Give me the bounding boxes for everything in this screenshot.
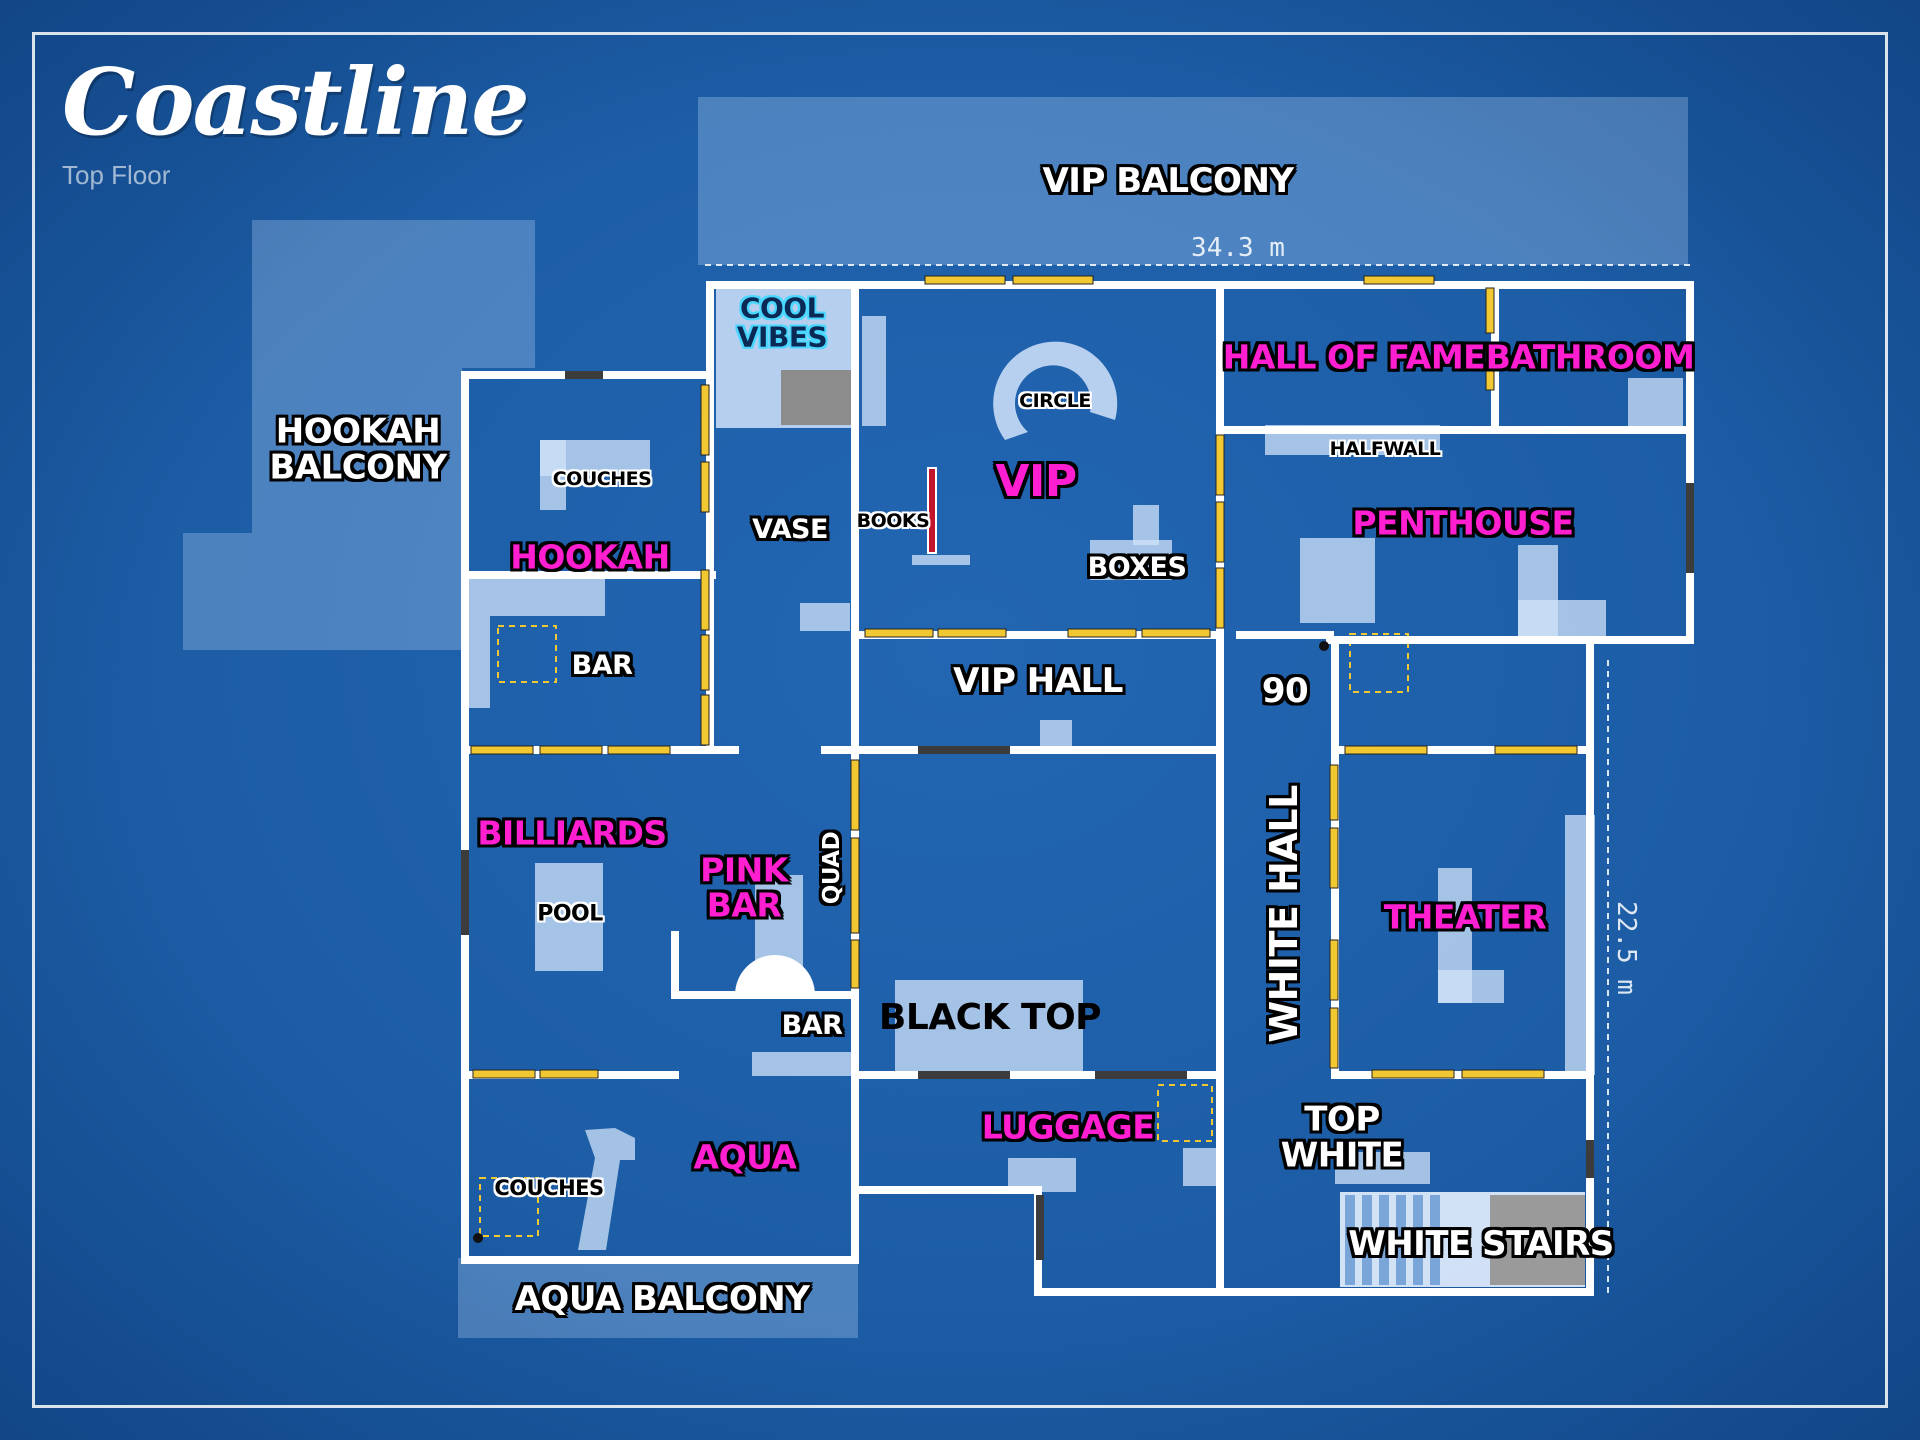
label-pool: POOL bbox=[537, 901, 603, 927]
width-dimension: 34.3 m bbox=[1191, 233, 1285, 263]
aqua-ramp bbox=[578, 1128, 635, 1250]
label-white-stairs: WHITE STAIRS bbox=[1348, 1224, 1614, 1265]
label-hookah: HOOKAH bbox=[510, 537, 670, 577]
doors bbox=[461, 371, 1694, 1260]
map-title: Coastline bbox=[62, 48, 530, 156]
black-top-block bbox=[895, 980, 1083, 1075]
label-theater: THEATER bbox=[1383, 897, 1547, 937]
books-shelf bbox=[912, 555, 970, 565]
label-aqua: AQUA bbox=[693, 1137, 797, 1177]
label-black-top: BLACK TOP bbox=[878, 997, 1102, 1039]
pool-table bbox=[535, 863, 603, 971]
label-bar-mid: BAR bbox=[781, 1009, 843, 1041]
label-quad: QUAD bbox=[818, 831, 845, 905]
label-couches-bottom: COUCHES bbox=[494, 1175, 604, 1200]
label-bar-top: BAR bbox=[571, 649, 633, 681]
label-couches-top: COUCHES bbox=[552, 468, 652, 491]
aqua-balcony-area bbox=[458, 1258, 858, 1338]
label-hookah-balcony: HOOKAH BALCONY bbox=[269, 411, 447, 487]
label-pink-bar: PINK BAR bbox=[700, 850, 788, 924]
label-boxes: BOXES bbox=[1087, 551, 1187, 583]
penthouse-couch bbox=[1300, 538, 1375, 623]
label-top-white: TOP WHITE bbox=[1280, 1099, 1404, 1175]
vip-balcony-area bbox=[698, 97, 1688, 265]
label-luggage: LUGGAGE bbox=[981, 1107, 1155, 1147]
label-bathroom: BATHROOM bbox=[1485, 337, 1695, 377]
windows bbox=[470, 275, 1578, 1079]
label-vip-balcony: VIP BALCONY bbox=[1042, 161, 1294, 202]
pink-bar-arch bbox=[735, 955, 815, 995]
boxes-stack bbox=[1090, 540, 1172, 580]
label-halfwall: HALFWALL bbox=[1329, 438, 1441, 461]
floor-subtitle: Top Floor bbox=[62, 160, 171, 190]
label-white-hall: WHITE HALL bbox=[1262, 785, 1307, 1043]
hookah-balcony-area bbox=[183, 220, 535, 650]
label-billiards: BILLIARDS bbox=[477, 813, 667, 853]
label-aqua-balcony: AQUA BALCONY bbox=[514, 1279, 810, 1320]
balcony-areas bbox=[183, 97, 1688, 1338]
hookah-bar-counter bbox=[490, 578, 605, 616]
books-pole bbox=[927, 467, 937, 554]
corner-dot bbox=[473, 1233, 483, 1243]
height-dimension: 22.5 m bbox=[1611, 901, 1641, 995]
vip-circle bbox=[993, 341, 1118, 440]
label-vip: VIP bbox=[995, 455, 1077, 507]
label-penthouse: PENTHOUSE bbox=[1352, 503, 1574, 543]
dimension-lines bbox=[705, 264, 1690, 1295]
label-vip-hall: VIP HALL bbox=[953, 661, 1123, 702]
label-hall-of-fame: HALL OF FAME bbox=[1222, 337, 1486, 377]
label-books: BOOKS bbox=[856, 510, 930, 533]
label-cool-vibes: COOL VIBES bbox=[736, 291, 828, 354]
label-90: 90 bbox=[1261, 671, 1309, 712]
page-border bbox=[32, 32, 1888, 1408]
markers bbox=[479, 625, 1409, 1237]
white-stairs-graphic bbox=[1340, 1192, 1585, 1287]
label-circle: CIRCLE bbox=[1019, 390, 1091, 413]
label-vase: VASE bbox=[752, 513, 828, 545]
top-white-desk bbox=[1335, 1152, 1430, 1184]
corner-dot bbox=[1319, 641, 1329, 651]
